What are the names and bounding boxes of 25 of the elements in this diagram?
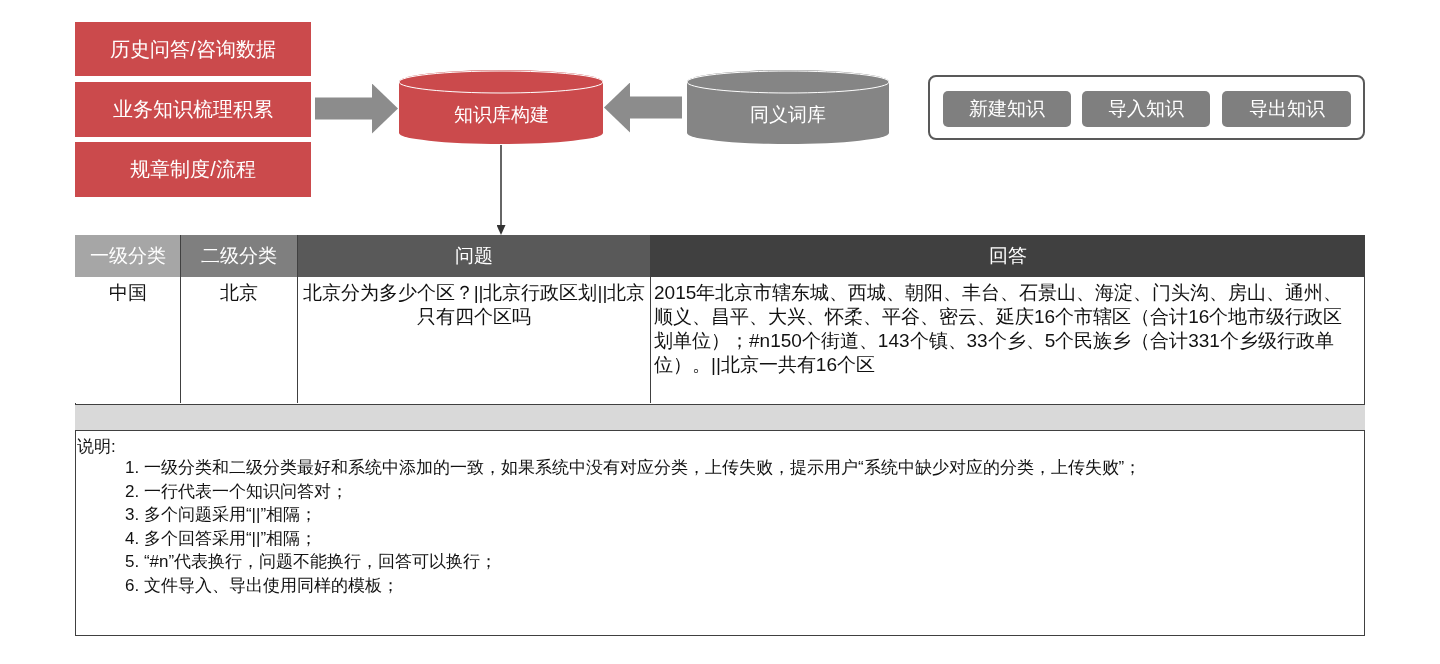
database-cylinder: 同义词库 — [686, 70, 890, 145]
source-box: 规章制度/流程 — [75, 142, 311, 197]
note-text: 3. 多个问题采用“||”相隔； — [125, 504, 318, 526]
template-table — [75, 235, 1365, 636]
note-text: 2. 一行代表一个知识问答对； — [125, 480, 348, 503]
action-button: 导出知识 — [1222, 91, 1351, 127]
note-text: 1. 一级分类和二级分类最好和系统中添加的一致，如果系统中没有对应分类，上传失败，提示用户“系统中缺少对应的分类，上传失败”； — [125, 457, 1142, 479]
action-button: 导入知识 — [1082, 91, 1210, 127]
table-header-cell: 二级分类 — [181, 235, 298, 277]
arrow — [496, 144, 506, 235]
table-cell: 中国 — [75, 277, 181, 403]
source-box: 历史问答/咨询数据 — [75, 22, 311, 76]
database-cylinder: 知识库构建 — [398, 70, 604, 145]
note-text: 4. 多个回答采用“||”相隔； — [125, 527, 318, 550]
source-box: 业务知识梳理积累 — [75, 82, 311, 137]
table-header-cell: 问题 — [298, 235, 651, 277]
action-button: 新建知识 — [943, 91, 1071, 127]
note-text: 5. “#n”代表换行，问题不能换行，回答可以换行； — [125, 551, 498, 573]
table-header-cell: 回答 — [651, 235, 1365, 277]
table-header-cell: 一级分类 — [75, 235, 181, 277]
note-text: 6. 文件导入、导出使用同样的模板； — [125, 574, 399, 597]
button-panel — [928, 75, 1365, 140]
block-arrow — [604, 82, 682, 133]
note-heading: 说明: — [77, 436, 116, 458]
block-arrow — [315, 83, 398, 134]
